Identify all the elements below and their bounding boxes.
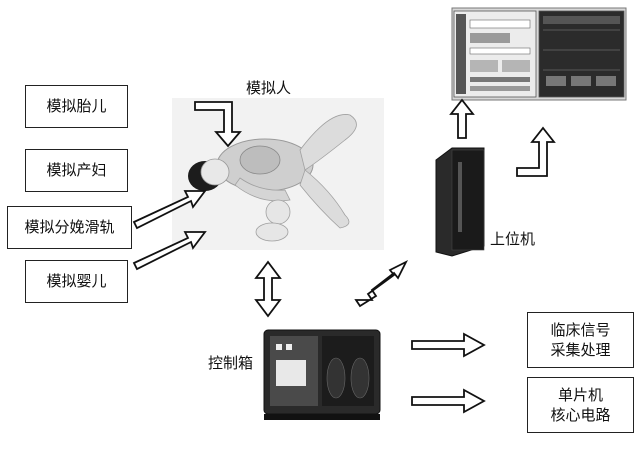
- computer-tower-image: [435, 147, 485, 257]
- fetus-label: 模拟胎儿: [46, 97, 107, 116]
- rail-label: 模拟分娩滑轨: [24, 218, 115, 237]
- manikin-control-double-arrow: [254, 260, 282, 318]
- signal-processing-line1: 临床信号: [550, 320, 611, 339]
- rail-box: 模拟分娩滑轨: [7, 206, 132, 249]
- signal-processing-line2: 采集处理: [550, 341, 611, 359]
- tower-to-monitor-arrow: [449, 98, 475, 139]
- control-box-label: 控制箱: [208, 354, 254, 372]
- control-computer-double-arrow: [354, 259, 409, 308]
- mcu-core-line2: 核心电路: [550, 406, 611, 424]
- infant-label: 模拟婴儿: [46, 272, 107, 291]
- mcu-core-arrow: [411, 388, 486, 414]
- control-box-image: [263, 329, 381, 420]
- signal-processing-box: 临床信号 采集处理: [527, 312, 634, 368]
- infant-box: 模拟婴儿: [25, 260, 128, 303]
- host-computer-label: 上位机: [490, 230, 536, 248]
- tower-to-screen-arrow: [516, 126, 556, 177]
- infant-arrow: [132, 231, 207, 271]
- mcu-core-box: 单片机 核心电路: [527, 377, 634, 433]
- mother-label: 模拟产妇: [46, 161, 107, 180]
- fetus-to-manikin-arrow: [194, 101, 242, 148]
- software-screen-image: [451, 7, 627, 101]
- signal-processing-arrow: [411, 332, 486, 358]
- mcu-core-line1: 单片机: [557, 385, 603, 404]
- fetus-box: 模拟胎儿: [25, 85, 128, 128]
- rail-arrow: [132, 190, 207, 230]
- mother-box: 模拟产妇: [25, 149, 128, 192]
- manikin-label: 模拟人: [246, 79, 292, 97]
- manikin-image: [172, 98, 384, 250]
